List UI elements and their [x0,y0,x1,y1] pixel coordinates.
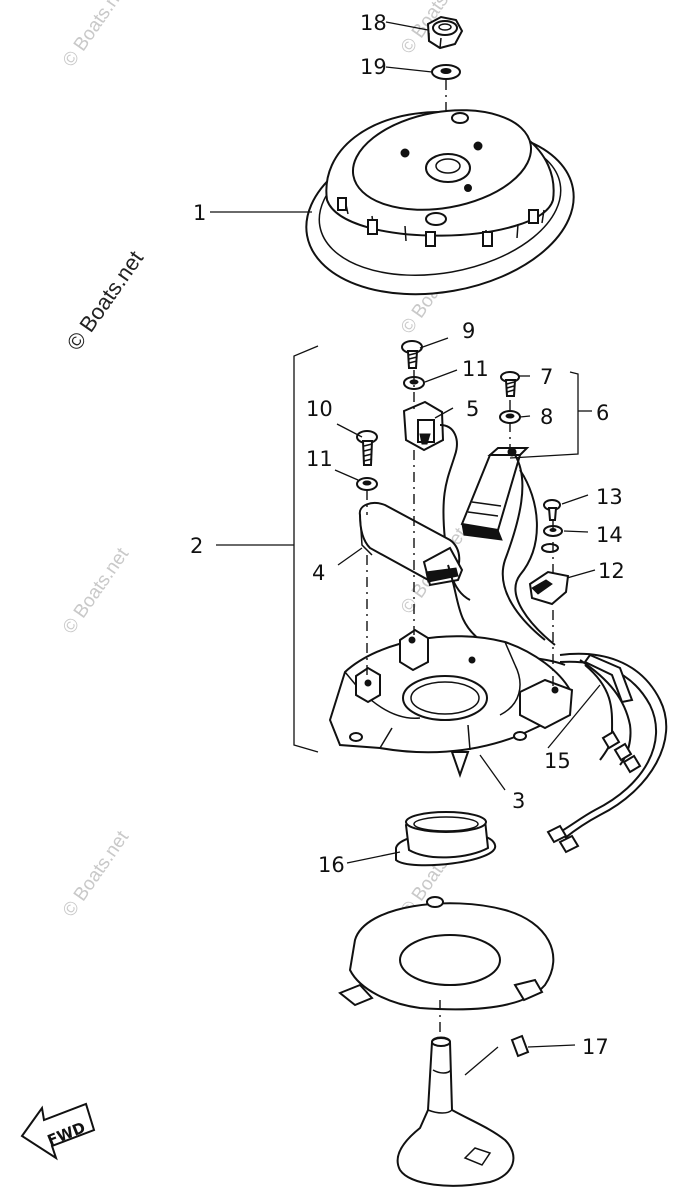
callout-15: 15 [544,749,571,773]
callout-19: 19 [360,55,387,79]
callout-12: 12 [598,559,625,583]
part-3-stator-base [328,628,574,779]
callout-2: 2 [190,534,203,558]
part-13-screw [543,499,561,521]
leader-lines [210,21,601,1076]
part-6-cdi-unit [460,447,556,646]
callout-1: 1 [193,201,206,225]
part-7-screw [500,371,520,397]
part-10-screw [356,430,378,466]
part-18-nut [426,15,464,50]
callout-9: 9 [462,319,475,343]
callout-17: 17 [582,1035,609,1059]
watermark-text: © Boats.net [62,246,149,355]
callout-6: 6 [596,401,609,425]
crankshaft-stem [396,1036,515,1187]
callout-4: 4 [312,561,325,585]
callout-18: 18 [360,11,387,35]
group-bracket [216,345,319,753]
part-17-key [510,1034,530,1058]
callout-16: 16 [318,853,345,877]
part-15-wire-harness [546,652,668,854]
fwd-arrow-icon: FWD [20,1102,96,1161]
part-1-flywheel [305,109,575,296]
watermark-text: © Boats.net [59,827,134,921]
assembly-lines [366,80,554,1040]
part-11-washer [356,477,378,491]
part-16-collar [395,811,497,867]
callout-3: 3 [512,789,525,813]
callouts: 18 19 1 9 11 7 10 5 8 6 11 13 14 2 4 12 … [190,11,625,1059]
callout-11: 11 [462,357,489,381]
part-14-washer [541,525,563,553]
base-plate [338,896,555,1011]
part-9-screw [401,340,423,369]
part-12-clamp [528,570,570,606]
callout-5: 5 [466,397,479,421]
callout-13: 13 [596,485,623,509]
part-4-ignition-coil [358,502,566,666]
callout-7: 7 [540,365,553,389]
callout-10: 10 [306,397,333,421]
watermark-text: © Boats.net [59,0,134,71]
part-11-washer [403,376,425,390]
callout-11: 11 [306,447,333,471]
callout-8: 8 [540,405,553,429]
part-19-washer [431,64,461,80]
watermark-text: © Boats.net [59,544,134,638]
callout-14: 14 [596,523,623,547]
